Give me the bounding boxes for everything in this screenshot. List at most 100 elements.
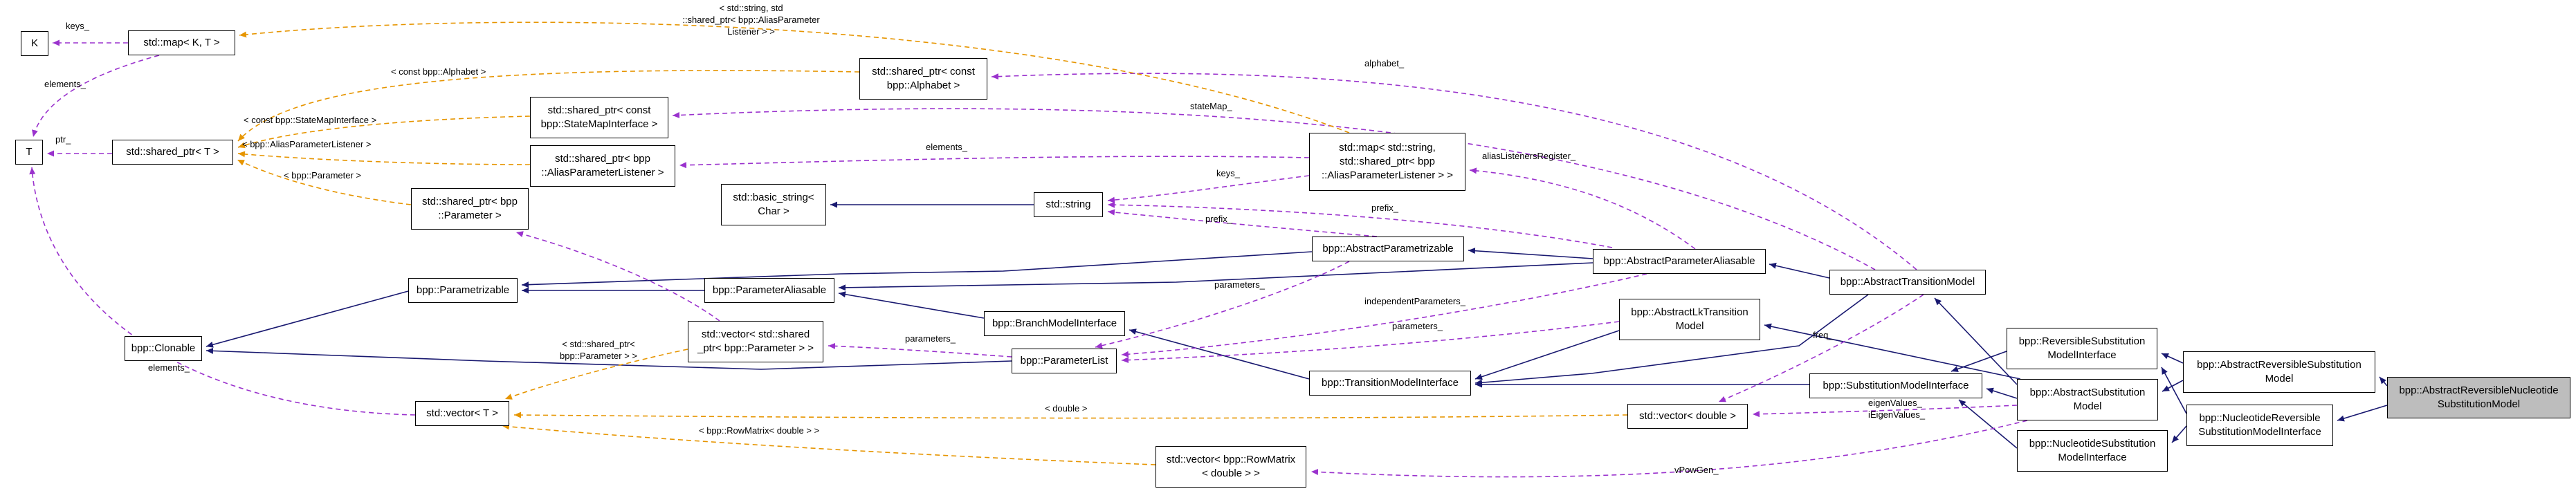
edge-abstract-substitution-model-to-abstract-transition-model bbox=[1934, 297, 2018, 385]
edge-abstract-parameter-aliasable-to-abstract-parametrizable bbox=[1468, 248, 1593, 259]
edge-label-keys-2: keys_ bbox=[1216, 168, 1240, 178]
node-parametrizable[interactable]: bpp::Parametrizable bbox=[408, 278, 518, 303]
edge-label-elements-1: elements_ bbox=[44, 79, 86, 89]
edge-label-vpowgen: vPowGen_ bbox=[1674, 465, 1719, 475]
node-abstract-reversible-nucleotide-substitution-model: bpp::AbstractReversibleNucleotide Substi… bbox=[2387, 377, 2570, 418]
edge-abstract-substitution-to-vector-rowmatrix bbox=[1310, 420, 2028, 478]
node-substitution-model-interface[interactable]: bpp::SubstitutionModelInterface bbox=[1809, 373, 1982, 398]
edge-abstract-transition-model-to-transition-model-interface bbox=[1474, 294, 1869, 386]
edge-abstract-substitution-to-vector-double bbox=[1752, 405, 2018, 418]
edge-abstract-reversible-model-to-reversible-interface bbox=[2161, 353, 2184, 364]
edge-abstract-parameter-aliasable-to-parameter-list bbox=[1121, 273, 1647, 358]
edge-label-tpl-double: < double > bbox=[1045, 403, 1088, 414]
edge-transition-model-interface-to-branch-model-interface bbox=[1129, 328, 1310, 380]
edge-target-to-abstract-reversible-model bbox=[2379, 376, 2388, 387]
edge-label-parameters-2: parameters_ bbox=[1392, 321, 1443, 331]
edge-vector-double-to-vector-t bbox=[513, 411, 1628, 419]
edge-abstract-parametrizable-to-parameter-list bbox=[1095, 261, 1350, 349]
edge-vector-t-to-t bbox=[29, 167, 416, 416]
edge-label-tpl-rowmatrix: < bpp::RowMatrix< double > > bbox=[699, 425, 820, 436]
node-branch-model-interface[interactable]: bpp::BranchModelInterface bbox=[984, 311, 1125, 336]
node-abstract-parametrizable[interactable]: bpp::AbstractParametrizable bbox=[1312, 237, 1464, 261]
edge-abstract-lk-transition-model-to-transition-model-interface bbox=[1474, 330, 1620, 380]
node-nucleotide-substitution-model-interface[interactable]: bpp::NucleotideSubstitution ModelInterfa… bbox=[2017, 430, 2168, 472]
edge-shared-ptr-statemap-to-shared-ptr-t bbox=[237, 115, 531, 149]
node-abstract-parameter-aliasable[interactable]: bpp::AbstractParameterAliasable bbox=[1593, 249, 1766, 274]
edge-abstract-transition-to-alphabet bbox=[991, 73, 1917, 270]
node-basic-string[interactable]: std::basic_string< Char > bbox=[721, 184, 826, 225]
edge-abstract-transition-model-to-abstract-parameter-aliasable bbox=[1769, 262, 1830, 279]
node-shared-ptr-parameter[interactable]: std::shared_ptr< bpp ::Parameter > bbox=[411, 188, 529, 230]
edge-map-alias-to-map-k-t bbox=[239, 21, 1350, 133]
node-shared-ptr-aliasparameterlistener[interactable]: std::shared_ptr< bpp ::AliasParameterLis… bbox=[530, 145, 675, 187]
node-map-k-t[interactable]: std::map< K, T > bbox=[128, 30, 235, 55]
edge-map-to-string bbox=[1107, 175, 1310, 203]
node-nucleotide-reversible-substitution-model-interface[interactable]: bpp::NucleotideReversible SubstitutionMo… bbox=[2186, 405, 2333, 446]
node-reversible-substitution-model-interface[interactable]: bpp::ReversibleSubstitution ModelInterfa… bbox=[2007, 328, 2157, 369]
edge-label-statemap: stateMap_ bbox=[1190, 101, 1232, 111]
node-abstract-transition-model[interactable]: bpp::AbstractTransitionModel bbox=[1829, 270, 1986, 295]
edge-nucleotide-interface-to-substitution-model-interface bbox=[1958, 399, 2018, 449]
edge-vector-rowmatrix-to-vector-t bbox=[502, 423, 1156, 465]
edge-vector-shared-ptr-parameter-to-shared-ptr-parameter bbox=[515, 231, 720, 322]
edge-label-tpl-statemap: < const bpp::StateMapInterface > bbox=[244, 115, 377, 125]
node-transition-model-interface[interactable]: bpp::TransitionModelInterface bbox=[1309, 371, 1471, 396]
node-abstract-substitution-model[interactable]: bpp::AbstractSubstitution Model bbox=[2017, 379, 2158, 420]
edge-nucleotide-reversible-interface-to-nucleotide-interface bbox=[2171, 425, 2187, 443]
edge-abstract-transition-to-statemap bbox=[672, 108, 1876, 270]
node-string[interactable]: std::string bbox=[1034, 192, 1103, 217]
edge-branch-model-interface-to-parameter-aliasable bbox=[838, 291, 985, 319]
node-clonable[interactable]: bpp::Clonable bbox=[125, 336, 202, 361]
edge-label-tpl-sptr-parameter: < std::shared_ptr< bpp::Parameter > > bbox=[559, 339, 637, 361]
edge-abstract-parameter-aliasable-to-map bbox=[1469, 167, 1696, 250]
edge-abstract-parametrizable-to-parametrizable bbox=[521, 251, 1313, 288]
edge-shared-ptr-aliaslistener-to-shared-ptr-t bbox=[237, 151, 531, 165]
node-map-string-aliaslistener[interactable]: std::map< std::string, std::shared_ptr< … bbox=[1309, 133, 1465, 191]
edge-label-independentparameters: independentParameters_ bbox=[1364, 296, 1465, 306]
edge-abstract-transition-to-vector-double bbox=[1718, 294, 1924, 402]
node-vector-t[interactable]: std::vector< T > bbox=[415, 401, 509, 426]
node-k[interactable]: K bbox=[21, 31, 48, 56]
edge-parameter-list-to-clonable bbox=[205, 347, 1012, 370]
edge-nucleotide-reversible-interface-to-reversible-interface bbox=[2161, 367, 2187, 414]
edge-parameter-list-to-vector-shared-ptr-parameter bbox=[828, 342, 1012, 358]
node-vector-shared-ptr-parameter[interactable]: std::vector< std::shared _ptr< bpp::Para… bbox=[688, 321, 823, 362]
edge-label-elements-2: elements_ bbox=[926, 142, 967, 152]
edge-label-parameters-3: parameters_ bbox=[905, 333, 956, 344]
edge-abstract-substitution-model-to-substitution-model-interface bbox=[1986, 387, 2018, 399]
node-shared-ptr-const-statemap[interactable]: std::shared_ptr< const bpp::StateMapInte… bbox=[530, 97, 668, 138]
edge-label-parameters-1: parameters_ bbox=[1214, 279, 1265, 290]
edge-shared-ptr-alphabet-to-shared-ptr-t bbox=[237, 70, 860, 142]
edge-label-tpl-map: < std::string, std ::shared_ptr< bpp::Al… bbox=[682, 3, 820, 37]
edge-abstract-parameter-aliasable-to-string bbox=[1107, 201, 1613, 248]
node-vector-rowmatrix-double[interactable]: std::vector< bpp::RowMatrix < double > > bbox=[1155, 446, 1306, 488]
edge-label-tpl-aliaslistener: < bpp::AliasParameterListener > bbox=[242, 139, 372, 149]
edge-label-prefix-1: prefix_ bbox=[1205, 214, 1233, 224]
edge-abstract-substitution-model-to-abstract-lk-transition-model bbox=[1764, 323, 2021, 380]
edge-label-keys-1: keys_ bbox=[66, 21, 89, 31]
edge-abstract-reversible-model-to-abstract-substitution-model bbox=[2162, 380, 2184, 392]
edge-parametrizable-to-clonable bbox=[205, 290, 409, 348]
node-vector-double[interactable]: std::vector< double > bbox=[1627, 404, 1748, 429]
edge-target-to-nucleotide-reversible-interface bbox=[2337, 405, 2388, 422]
edge-label-aliaslistenersregister: aliasListenersRegister_ bbox=[1482, 151, 1576, 161]
node-abstract-lk-transition-model[interactable]: bpp::AbstractLkTransition Model bbox=[1619, 299, 1760, 340]
edge-abstract-lk-transition-to-parameter-list bbox=[1121, 321, 1620, 364]
edge-reversible-interface-to-substitution-model-interface bbox=[1951, 351, 2007, 372]
node-parameter-aliasable[interactable]: bpp::ParameterAliasable bbox=[704, 278, 834, 303]
node-abstract-reversible-substitution-model[interactable]: bpp::AbstractReversibleSubstitution Mode… bbox=[2183, 351, 2375, 393]
edge-map-k-t-to-t bbox=[32, 55, 160, 138]
edge-abstract-parametrizable-to-string bbox=[1107, 209, 1378, 237]
edge-label-alphabet: alphabet_ bbox=[1364, 58, 1405, 68]
node-shared-ptr-t[interactable]: std::shared_ptr< T > bbox=[112, 140, 233, 165]
edge-label-ptr: ptr_ bbox=[55, 134, 71, 145]
edge-map-to-shared-ptr-aliaslistener bbox=[679, 156, 1310, 169]
node-parameter-list[interactable]: bpp::ParameterList bbox=[1012, 349, 1117, 373]
edge-label-eigenvalues: eigenValues_ iEigenValues_ bbox=[1868, 398, 1926, 420]
edge-label-freq: freq_ bbox=[1813, 330, 1834, 340]
node-shared-ptr-const-alphabet[interactable]: std::shared_ptr< const bpp::Alphabet > bbox=[859, 58, 987, 100]
node-t[interactable]: T bbox=[15, 140, 43, 165]
edge-label-prefix-2: prefix_ bbox=[1371, 203, 1399, 213]
